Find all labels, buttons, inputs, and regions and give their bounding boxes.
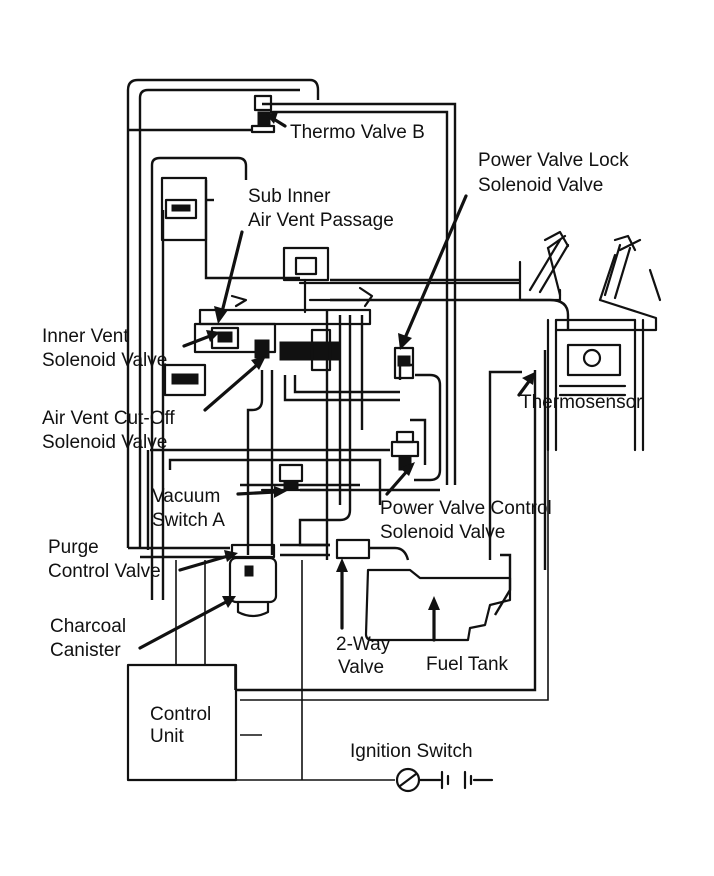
label-valve: Valve	[338, 657, 384, 678]
label-sub-inner: Sub Inner	[248, 186, 331, 207]
two-way-valve	[335, 538, 371, 560]
label-power-valve-control-solenoid: Solenoid Valve	[380, 522, 505, 543]
intake-manifold-block	[160, 176, 522, 397]
label-switch-a: Switch A	[152, 510, 225, 531]
label-power-valve-lock-solenoid: Solenoid Valve	[478, 175, 603, 196]
ignition-switch	[395, 767, 494, 793]
vacuum-hoses	[126, 78, 570, 781]
control-unit	[126, 663, 238, 782]
vacuum-switch-a	[260, 463, 322, 492]
charcoal-canister	[228, 556, 278, 618]
power-valve-lock-solenoid	[393, 346, 415, 380]
label-thermosensor: Thermosensor	[520, 392, 643, 413]
engine-cylinder	[518, 230, 662, 452]
label-purge: Purge	[48, 537, 99, 558]
leader-arrows	[138, 112, 535, 650]
label-charcoal: Charcoal	[50, 616, 126, 637]
label-vacuum: Vacuum	[152, 486, 220, 507]
label-2-way: 2-Way	[336, 634, 391, 655]
thermo-valve-b	[250, 94, 276, 134]
label-control-valve: Control Valve	[48, 561, 161, 582]
label-ignition-switch: Ignition Switch	[350, 741, 473, 762]
label-fuel-tank: Fuel Tank	[426, 654, 509, 675]
label-air-vent-cutoff: Air Vent Cut-Off	[42, 408, 175, 429]
power-valve-control-solenoid	[390, 430, 420, 471]
label-inner-vent-solenoid: Solenoid Valve	[42, 350, 167, 371]
label-thermo-valve-b: Thermo Valve B	[290, 122, 425, 143]
label-power-valve-control: Power Valve Control	[380, 498, 552, 519]
label-control: Control	[150, 704, 211, 725]
label-power-valve-lock: Power Valve Lock	[478, 150, 629, 171]
label-unit: Unit	[150, 726, 185, 747]
purge-control-valve	[230, 543, 276, 559]
label-air-vent-passage: Air Vent Passage	[248, 210, 394, 231]
label-canister: Canister	[50, 640, 121, 661]
labels: Thermo Valve B Power Valve Lock Solenoid…	[42, 122, 643, 762]
label-inner-vent: Inner Vent	[42, 326, 129, 347]
fuel-tank	[364, 568, 512, 642]
label-air-vent-cutoff-solenoid: Solenoid Valve	[42, 432, 167, 453]
